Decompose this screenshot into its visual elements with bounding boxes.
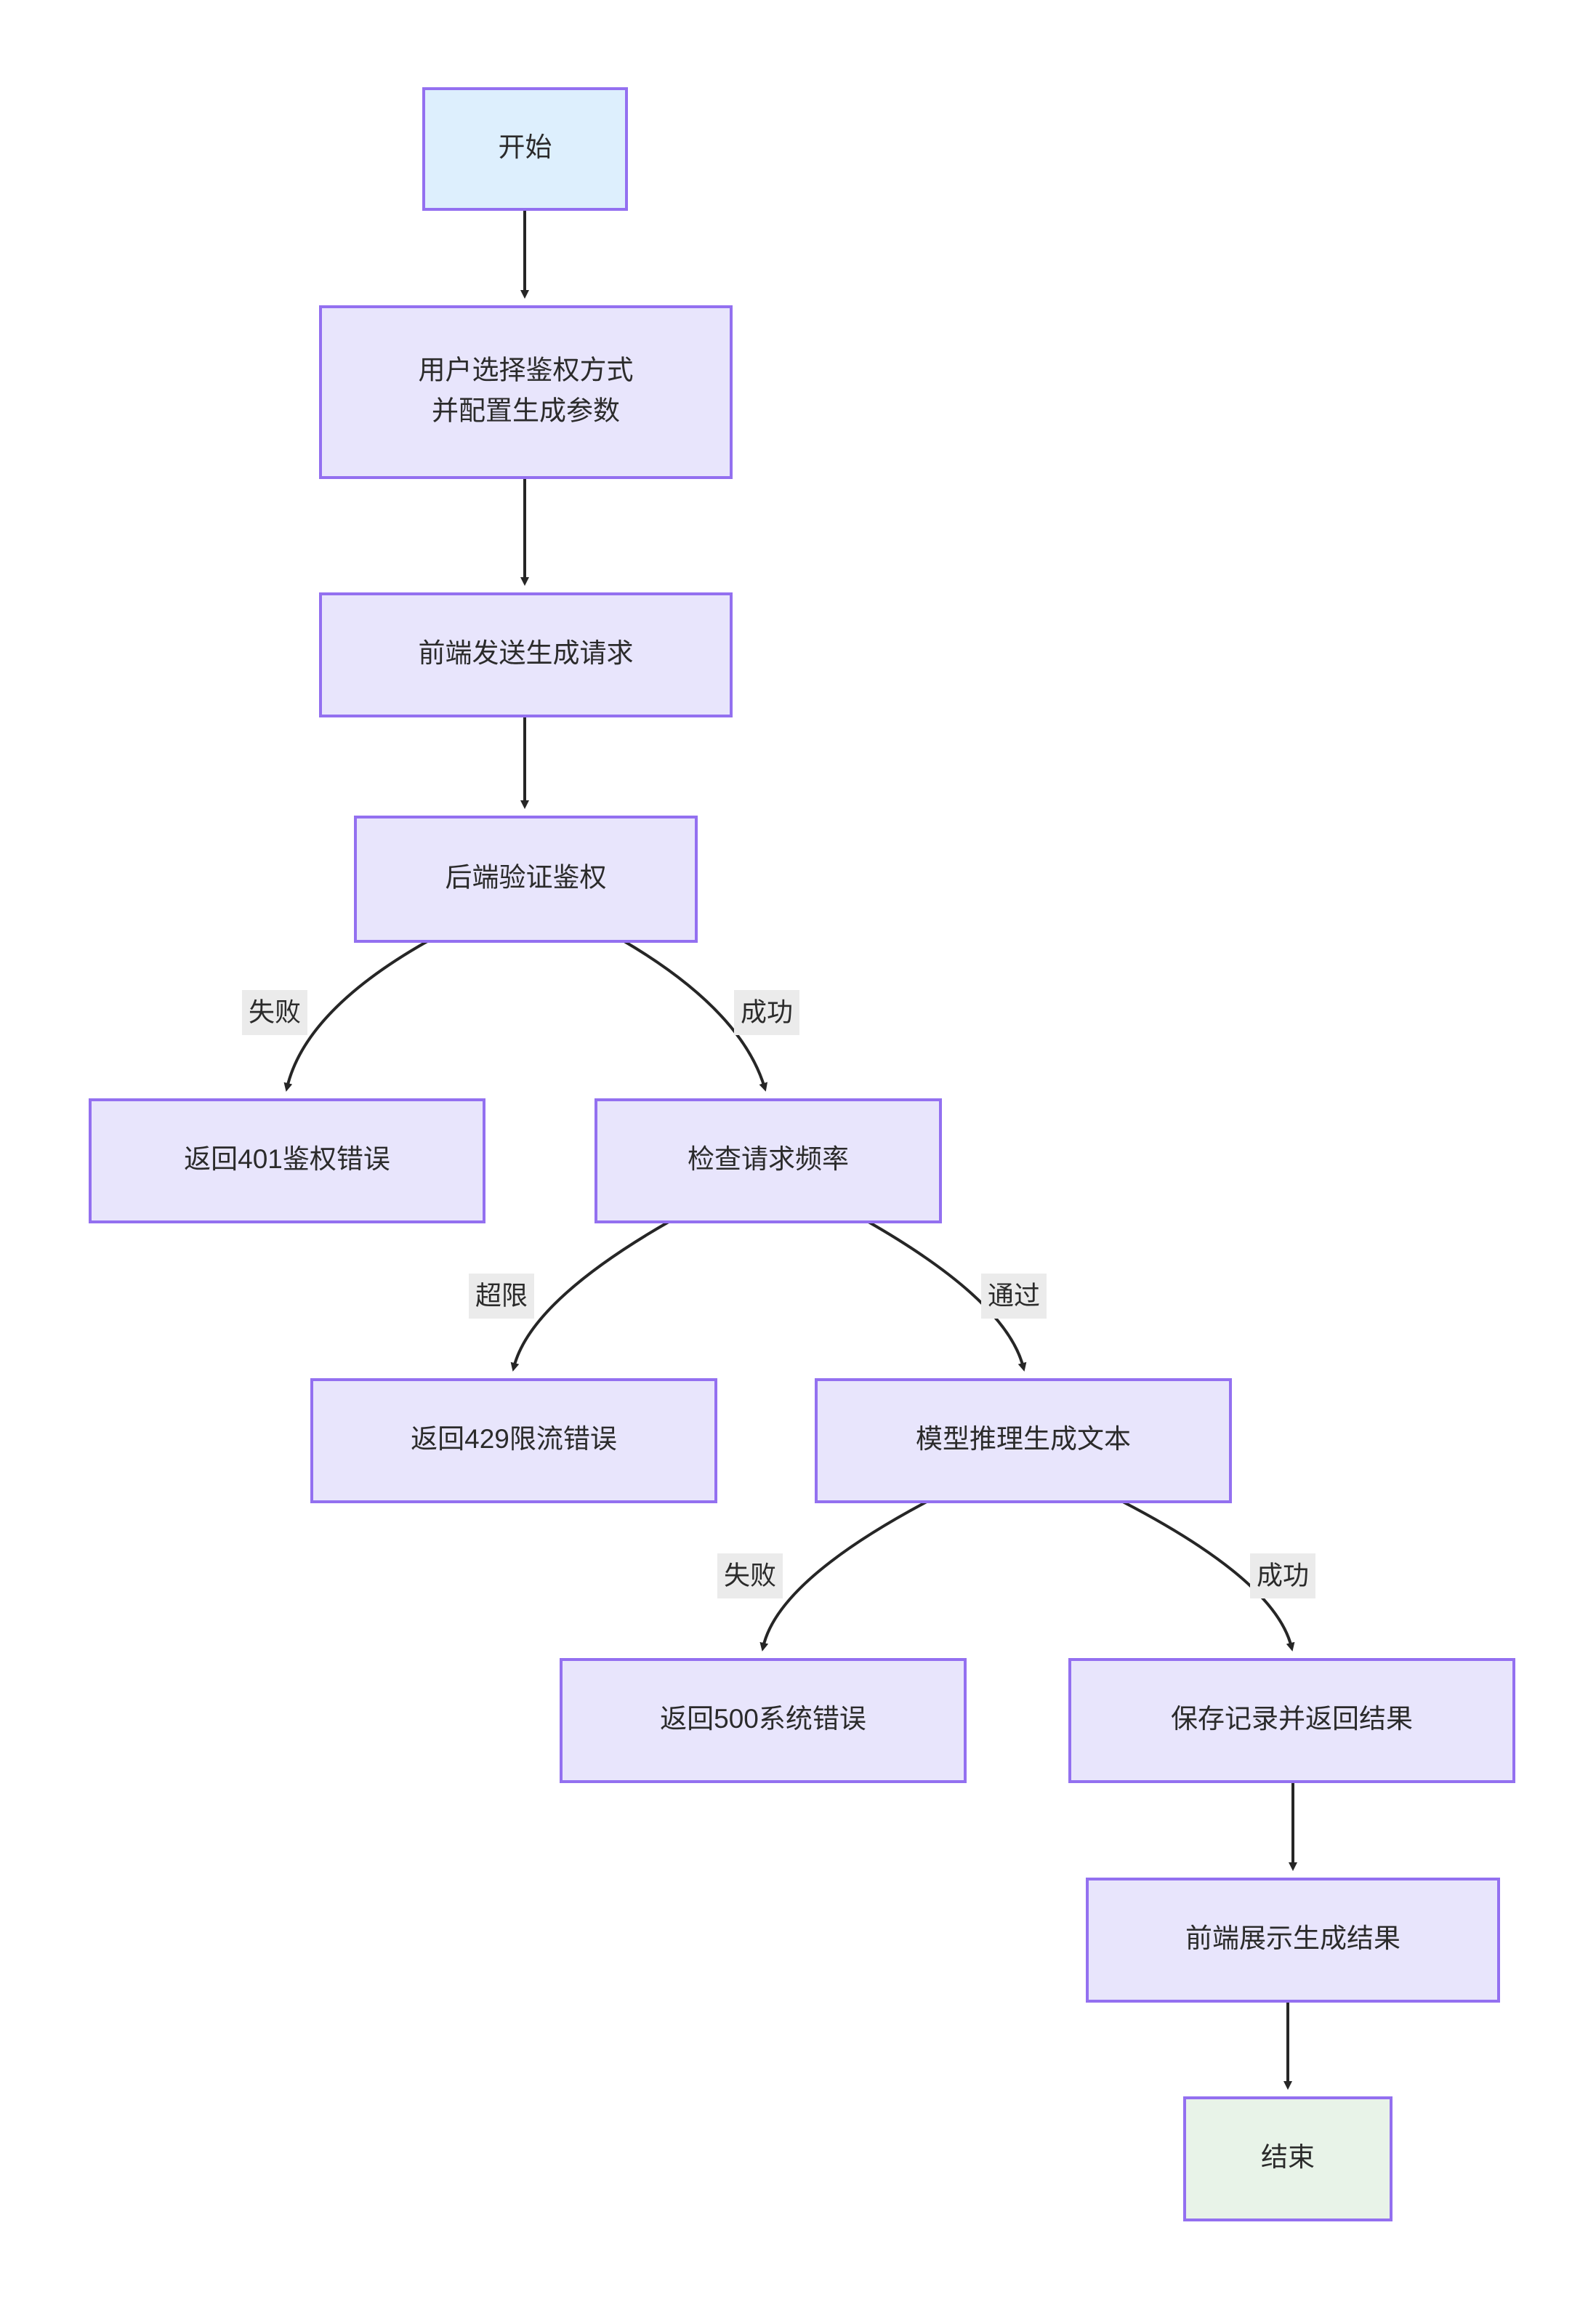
- edge-label-chip: [1250, 1553, 1315, 1598]
- node-label: 检查请求频率: [688, 1144, 849, 1174]
- edge-label-chip: [242, 990, 307, 1035]
- node-box: [310, 1378, 717, 1503]
- edge-label-e6: 超限: [469, 1274, 534, 1319]
- node-box: [1183, 2096, 1393, 2221]
- flow-node-err401[interactable]: 返回401鉴权错误: [89, 1098, 485, 1223]
- node-label: 并配置生成参数: [432, 395, 620, 425]
- flow-node-request[interactable]: 前端发送生成请求: [319, 592, 733, 717]
- node-label: 用户选择鉴权方式: [419, 355, 634, 385]
- node-box: [1068, 1658, 1515, 1783]
- edge-label-text: 超限: [475, 1281, 528, 1311]
- flow-edge: [759, 1500, 927, 1652]
- flow-edge: [623, 940, 768, 1092]
- flow-node-save[interactable]: 保存记录并返回结果: [1068, 1658, 1515, 1783]
- edge-label-e5: 成功: [734, 990, 799, 1035]
- flow-edge: [868, 1220, 1027, 1372]
- node-label: 开始: [499, 132, 552, 162]
- flow-node-err500[interactable]: 返回500系统错误: [560, 1658, 967, 1783]
- edges-layer: [283, 209, 1297, 2090]
- node-box: [89, 1098, 485, 1223]
- edge-label-chip: [981, 1274, 1047, 1319]
- node-label: 结束: [1261, 2142, 1315, 2172]
- node-label: 保存记录并返回结果: [1171, 1704, 1413, 1734]
- edge-label-e4: 失败: [242, 990, 307, 1035]
- node-box: [815, 1378, 1232, 1503]
- flow-node-ratelimit[interactable]: 检查请求频率: [595, 1098, 942, 1223]
- edge-label-text: 失败: [724, 1561, 776, 1590]
- node-box: [1086, 1878, 1500, 2003]
- edge-label-text: 通过: [988, 1281, 1040, 1311]
- edge-label-chip: [717, 1553, 783, 1598]
- node-box: [595, 1098, 942, 1223]
- flow-node-auth[interactable]: 后端验证鉴权: [354, 816, 698, 943]
- node-label: 前端发送生成请求: [419, 638, 634, 668]
- node-label: 前端展示生成结果: [1185, 1923, 1400, 1953]
- node-label: 返回500系统错误: [660, 1704, 866, 1734]
- flow-node-end[interactable]: 结束: [1183, 2096, 1393, 2221]
- nodes-layer: 开始用户选择鉴权方式并配置生成参数前端发送生成请求后端验证鉴权返回401鉴权错误…: [89, 87, 1515, 2221]
- flow-node-infer[interactable]: 模型推理生成文本: [815, 1378, 1232, 1503]
- node-box: [422, 87, 628, 211]
- edge-label-e8: 失败: [717, 1553, 783, 1598]
- node-box: [354, 816, 698, 943]
- flow-edge: [283, 940, 428, 1092]
- node-label: 模型推理生成文本: [916, 1424, 1131, 1454]
- node-box: [319, 305, 733, 479]
- flow-node-start[interactable]: 开始: [422, 87, 628, 211]
- edge-label-chip: [469, 1274, 534, 1319]
- node-box: [319, 592, 733, 717]
- edge-label-chip: [734, 990, 799, 1035]
- node-label: 后端验证鉴权: [446, 862, 607, 892]
- edge-label-text: 失败: [249, 997, 301, 1027]
- edge-labels-layer: 失败成功超限通过失败成功: [242, 990, 1315, 1598]
- flow-edge: [510, 1220, 669, 1372]
- node-label: 返回401鉴权错误: [184, 1144, 390, 1174]
- edge-label-e9: 成功: [1250, 1553, 1315, 1598]
- edge-label-text: 成功: [1257, 1561, 1309, 1590]
- edge-label-text: 成功: [741, 997, 793, 1027]
- node-label: 返回429限流错误: [411, 1424, 617, 1454]
- node-box: [560, 1658, 967, 1783]
- edge-label-e7: 通过: [981, 1274, 1047, 1319]
- flow-edge: [1122, 1500, 1295, 1652]
- flow-node-display[interactable]: 前端展示生成结果: [1086, 1878, 1500, 2003]
- flow-node-err429[interactable]: 返回429限流错误: [310, 1378, 717, 1503]
